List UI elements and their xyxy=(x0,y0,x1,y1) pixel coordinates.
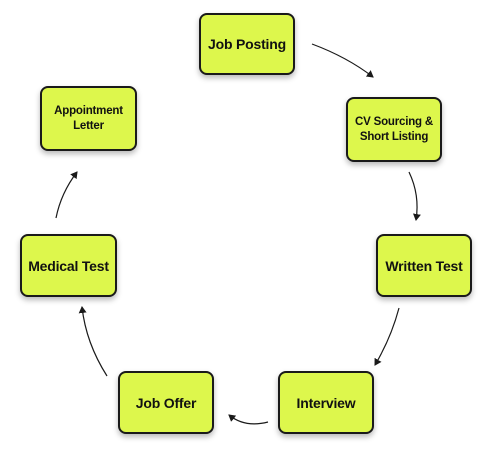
node-label: Written Test xyxy=(385,257,463,274)
node-written-test: Written Test xyxy=(376,234,472,297)
node-label: Appointment Letter xyxy=(54,104,123,132)
arrow-written-test-to-interview xyxy=(374,307,400,366)
node-appointment-letter: Appointment Letter xyxy=(40,86,137,151)
arrow-job-posting-to-cv-sourcing xyxy=(311,43,374,78)
arrow-cv-sourcing-to-written-test xyxy=(408,171,421,221)
arrow-medical-test-to-appointment xyxy=(55,171,78,219)
node-medical-test: Medical Test xyxy=(20,234,117,297)
node-job-offer: Job Offer xyxy=(118,371,214,434)
arrow-interview-to-job-offer xyxy=(228,414,269,425)
node-label: Medical Test xyxy=(28,257,109,274)
node-label: Job Posting xyxy=(208,36,286,52)
node-label: Job Offer xyxy=(135,394,197,411)
node-interview: Interview xyxy=(278,371,374,434)
node-cv-sourcing: CV Sourcing & Short Listing xyxy=(346,97,442,162)
arrow-job-offer-to-medical-test xyxy=(78,306,108,377)
node-job-posting: Job Posting xyxy=(199,13,295,75)
node-label: Interview xyxy=(296,394,356,411)
node-label: CV Sourcing & Short Listing xyxy=(355,115,433,143)
